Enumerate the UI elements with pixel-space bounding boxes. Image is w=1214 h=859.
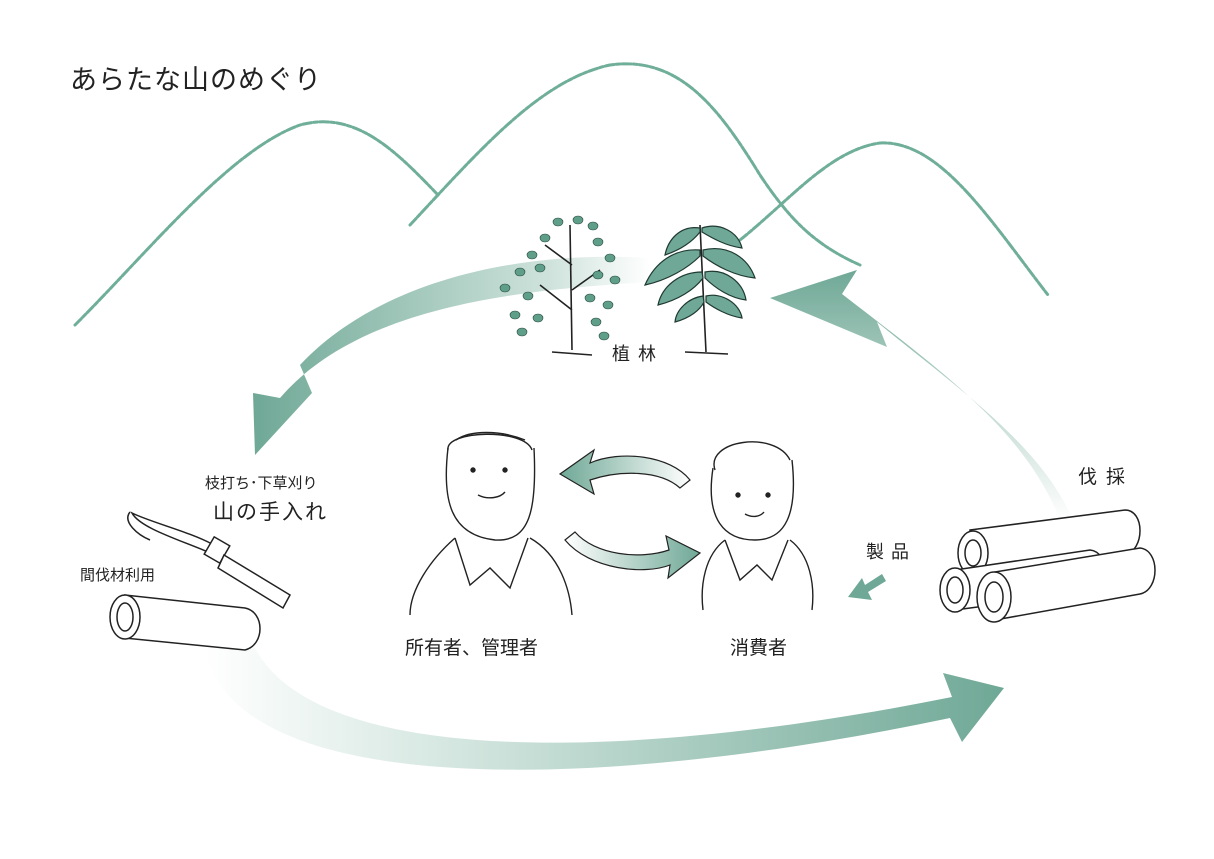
- label-planting: 植林: [612, 344, 664, 365]
- sickle-icon: [127, 511, 291, 610]
- conifer-tree-icon: [643, 224, 756, 355]
- label-pruning-big: 山の手入れ: [213, 500, 328, 524]
- owner-person-icon: [409, 431, 573, 616]
- consumer-person-icon: [701, 441, 814, 611]
- arrow-harvest-to-planting: [770, 270, 1072, 520]
- label-pruning-small: 枝打ち･下草刈り: [205, 474, 318, 492]
- arrow-thinning-to-harvest: [205, 648, 1004, 770]
- log-icon: [109, 594, 261, 651]
- label-consumer: 消費者: [730, 637, 788, 659]
- label-owner: 所有者、管理者: [405, 637, 539, 659]
- arrow-consumer-to-owner: [558, 448, 691, 496]
- diagram-title: あらたな山のめぐり: [70, 65, 322, 96]
- arrow-products: [848, 574, 886, 600]
- log-pile-icon: [939, 509, 1156, 623]
- broadleaf-tree-icon: [499, 215, 621, 356]
- mountain-ridge-icon: [73, 62, 1050, 327]
- label-thinning-use: 間伐材利用: [80, 566, 156, 584]
- label-harvest: 伐採: [1078, 466, 1135, 488]
- arrow-planting-to-care: [253, 256, 650, 455]
- arrow-owner-to-consumer: [564, 531, 702, 580]
- label-products: 製品: [866, 542, 916, 563]
